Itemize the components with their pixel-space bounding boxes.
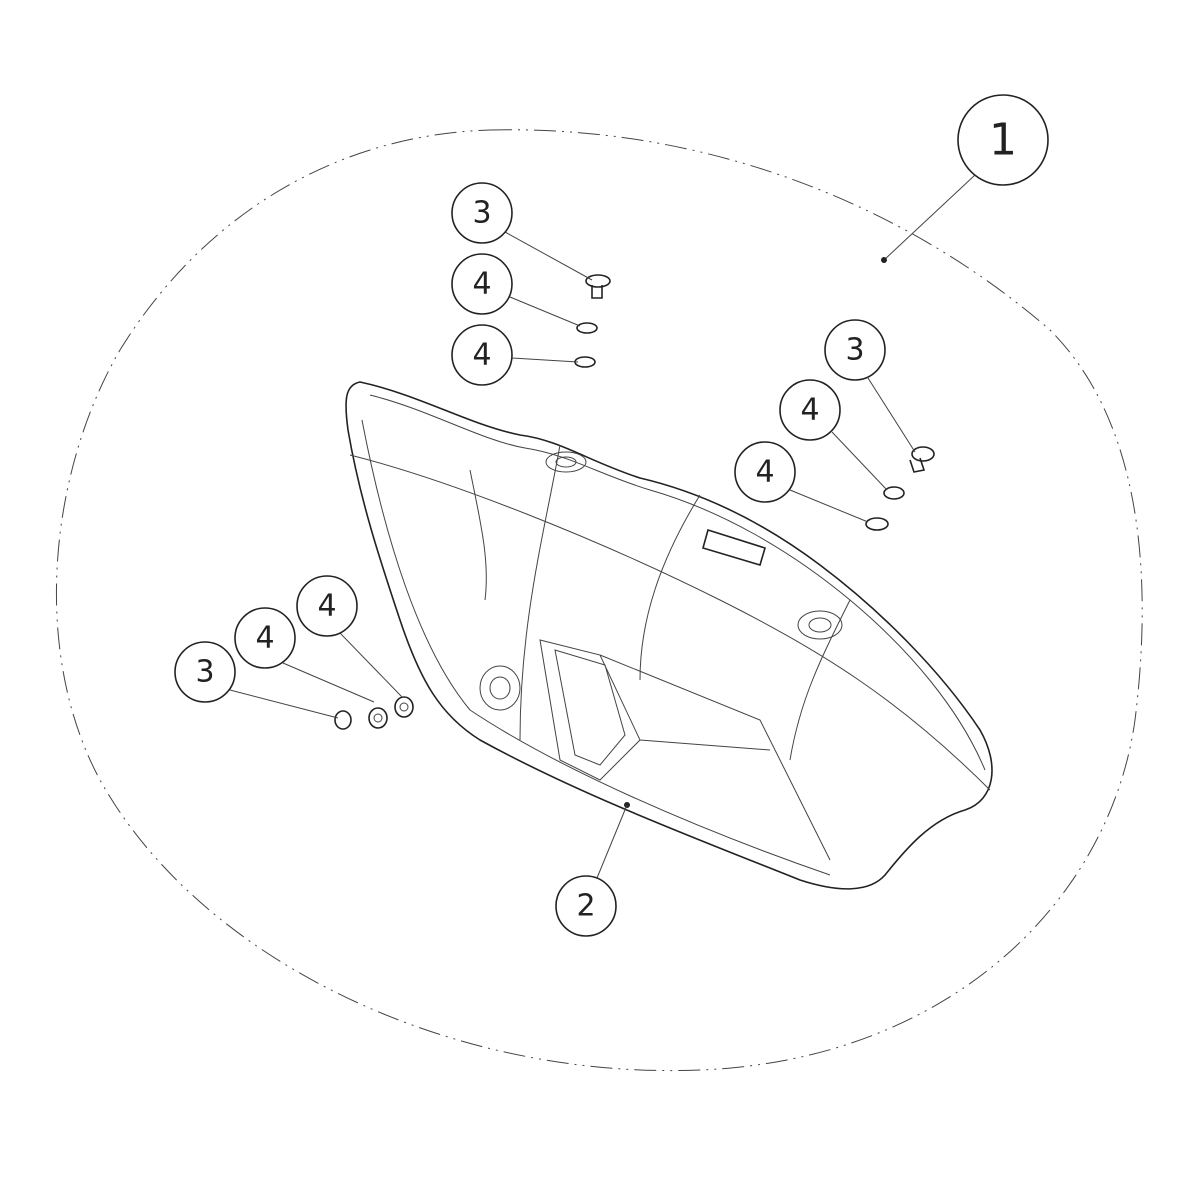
- callout-label: 4: [255, 621, 274, 656]
- callout-label: 4: [472, 338, 491, 373]
- callout-label: 4: [317, 589, 336, 624]
- hardware-set-left: [334, 696, 414, 730]
- callout-label: 4: [755, 455, 774, 490]
- cover-part: [345, 381, 993, 890]
- callout-4-right-b: 4: [734, 441, 796, 503]
- assembly-boundary: [56, 129, 1143, 1072]
- callout-label: 3: [195, 655, 214, 690]
- callout-label: 2: [576, 889, 595, 924]
- leader-lines: [229, 174, 976, 879]
- callout-4-left-a: 4: [234, 607, 296, 669]
- callout-3-left: 3: [174, 641, 236, 703]
- callout-label: 1: [989, 115, 1017, 166]
- callout-4-top-b: 4: [451, 324, 513, 386]
- callout-label: 3: [472, 196, 491, 231]
- callout-label: 4: [472, 267, 491, 302]
- hardware-set-top: [574, 274, 611, 368]
- callout-2: 2: [555, 875, 617, 937]
- callout-4-right-a: 4: [779, 379, 841, 441]
- callout-label: 3: [845, 333, 864, 368]
- callout-4-top-a: 4: [451, 253, 513, 315]
- callout-label: 4: [800, 393, 819, 428]
- hardware-set-right: [865, 446, 935, 531]
- callout-3-right: 3: [824, 319, 886, 381]
- callout-1: 1: [957, 94, 1049, 186]
- callout-3-top: 3: [451, 182, 513, 244]
- callout-4-left-b: 4: [296, 575, 358, 637]
